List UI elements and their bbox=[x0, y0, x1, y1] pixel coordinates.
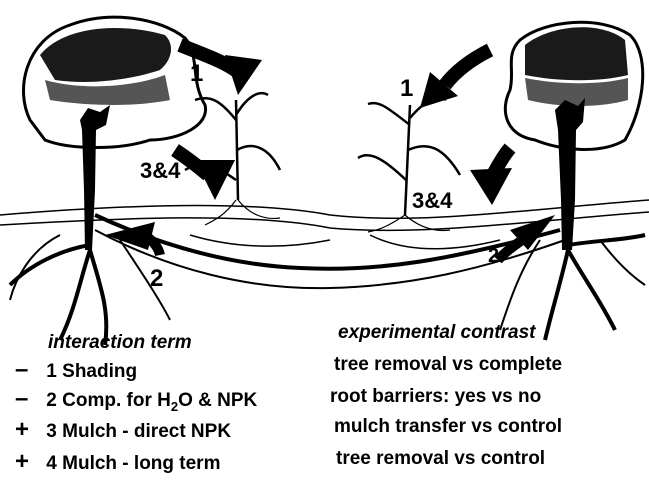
row-1-number: 1 bbox=[46, 361, 57, 382]
row-4-sign: + bbox=[15, 452, 41, 471]
contrast-row-3: mulch transfer vs control bbox=[334, 416, 562, 438]
row-1-term: Shading bbox=[62, 361, 137, 382]
experimental-contrast-header: experimental contrast bbox=[338, 322, 535, 344]
contrast-row-4: tree removal vs control bbox=[336, 448, 545, 470]
row-2-term-subscript: 2 bbox=[171, 399, 178, 414]
row-2-number: 2 bbox=[46, 390, 57, 411]
row-4-term: Mulch - long term bbox=[62, 453, 220, 474]
left-competition-label: 2 bbox=[150, 265, 163, 293]
row-2-sign: – bbox=[15, 389, 41, 408]
row-3-term: Mulch - direct NPK bbox=[62, 421, 231, 442]
row-2-term-b: O & NPK bbox=[178, 390, 257, 411]
interaction-row-4: + 4 Mulch - long term bbox=[15, 452, 220, 475]
row-1-sign: – bbox=[15, 360, 41, 379]
interaction-row-2: – 2 Comp. for H2O & NPK bbox=[15, 389, 257, 412]
right-shading-arrow bbox=[420, 50, 490, 108]
right-shading-label: 1 bbox=[400, 75, 413, 103]
row-2-term-a: Comp. for H bbox=[62, 390, 171, 411]
interaction-row-3: + 3 Mulch - direct NPK bbox=[15, 420, 231, 443]
contrast-row-2: root barriers: yes vs no bbox=[330, 386, 541, 408]
left-mulch-label: 3&4 bbox=[140, 158, 180, 184]
row-3-number: 3 bbox=[46, 421, 57, 442]
right-mulch-arrow bbox=[470, 148, 512, 205]
left-shading-label: 1 bbox=[190, 60, 203, 88]
interaction-term-header: interaction term bbox=[48, 332, 192, 354]
right-mulch-label: 3&4 bbox=[412, 188, 452, 214]
interaction-row-1: – 1 Shading bbox=[15, 360, 137, 383]
row-3-sign: + bbox=[15, 420, 41, 439]
right-competition-label: 2 bbox=[488, 245, 499, 268]
left-mulch-arrow bbox=[175, 150, 235, 200]
left-tree-canopy bbox=[23, 17, 205, 147]
contrast-row-1: tree removal vs complete bbox=[334, 354, 562, 376]
row-4-number: 4 bbox=[46, 453, 57, 474]
